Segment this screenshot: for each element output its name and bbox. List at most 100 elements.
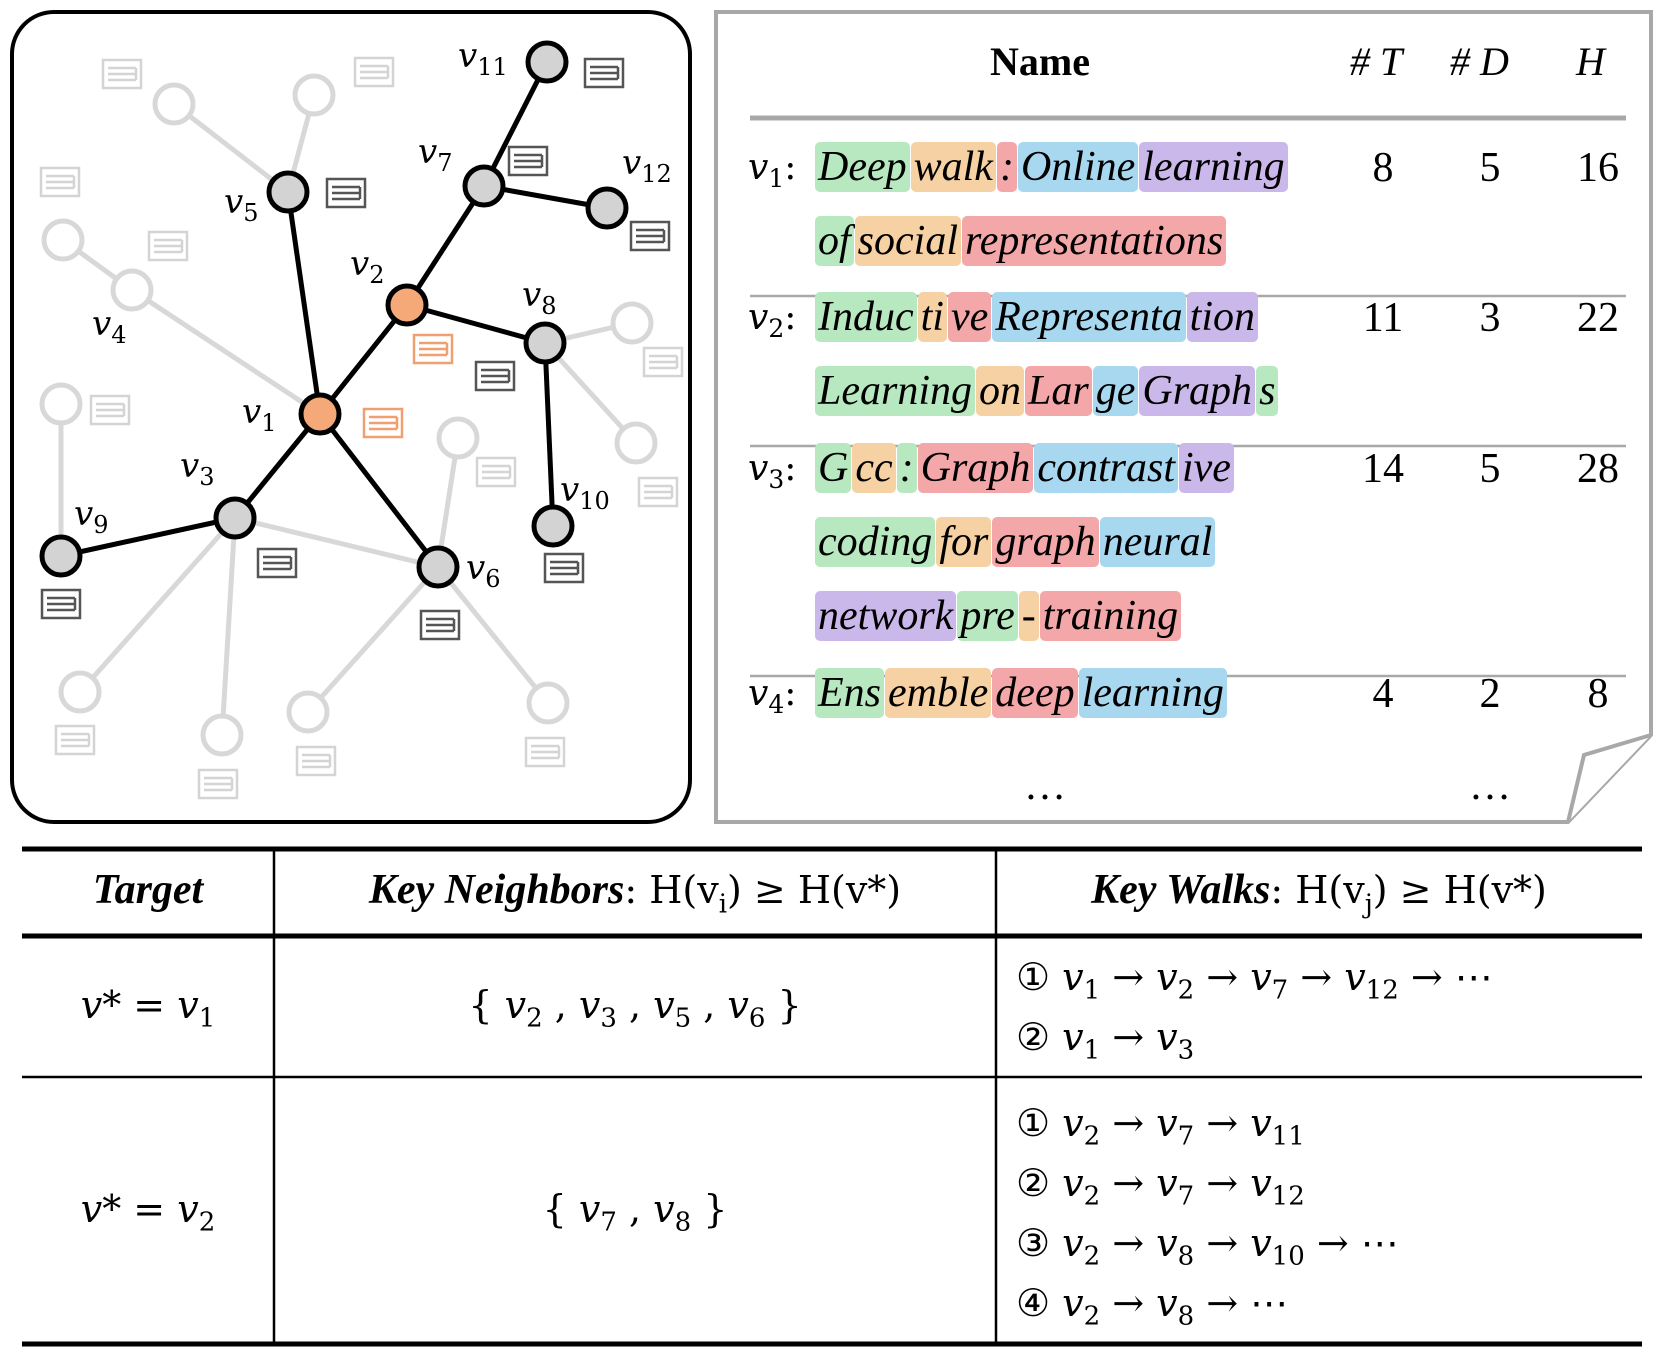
node-v6 <box>416 545 460 589</box>
paper-ellipsis-d: … <box>1469 763 1511 809</box>
title-token: walk <box>910 142 996 192</box>
faded-nodes <box>39 73 658 757</box>
doc-icon <box>295 745 337 777</box>
doc-icon <box>412 333 454 365</box>
title-token: neural <box>1099 517 1216 567</box>
node-v10 <box>531 504 575 548</box>
target-cell: v* = v2 <box>80 1187 216 1238</box>
paper-t-value: 11 <box>1362 295 1404 341</box>
title-token: ge <box>1092 366 1139 416</box>
doc-icon <box>629 220 671 252</box>
paper-col-name: Name <box>990 39 1090 84</box>
node-label-v10: v10 <box>560 470 610 515</box>
paper-h-value: 28 <box>1577 446 1619 492</box>
title-token: for <box>936 517 992 567</box>
title-token: representations <box>962 216 1227 266</box>
title-token: : <box>996 142 1017 192</box>
title-token: G <box>815 443 852 493</box>
walk-line: ④ v2 → v8 → ⋯ <box>1016 1281 1289 1332</box>
paper-ellipsis-name: … <box>1024 763 1066 809</box>
node-v3 <box>213 496 257 540</box>
doc-icon <box>543 552 585 584</box>
paper-h-value: 22 <box>1577 295 1619 341</box>
paper-row-node-label: v1: <box>748 147 797 194</box>
doc-icon <box>147 230 189 262</box>
title-token: network <box>815 591 957 641</box>
doc-icon <box>325 177 367 209</box>
doc-icon <box>524 736 566 768</box>
doc-icon <box>40 588 82 620</box>
doc-icon <box>507 145 549 177</box>
paper-col-d: # D <box>1450 39 1509 84</box>
node-label-v2: v2 <box>350 244 385 289</box>
paper-col-t: # T <box>1350 39 1403 84</box>
paper-d-value: 3 <box>1479 295 1501 341</box>
paper-row-node-label: v4: <box>748 673 797 720</box>
doc-icon <box>362 407 404 439</box>
doc-icon <box>475 456 517 488</box>
walk-line: ① v2 → v7 → v11 <box>1016 1101 1305 1152</box>
title-token: Online <box>1017 142 1139 192</box>
title-token: Lar <box>1025 366 1092 416</box>
doc-icon <box>89 394 131 426</box>
node-label-v4: v4 <box>92 304 127 349</box>
node-v8 <box>523 321 567 365</box>
title-token: Representa <box>992 292 1186 342</box>
node-v5 <box>266 170 310 214</box>
key-nodes <box>39 40 629 589</box>
walk-line: ② v2 → v7 → v12 <box>1016 1161 1305 1212</box>
doc-icon <box>583 57 625 89</box>
title-token: emble <box>885 668 992 718</box>
paper-row-node-label: v2: <box>748 297 797 344</box>
paper-t-value: 4 <box>1372 671 1394 717</box>
bottom-col-neighbors: Key Neighbors: H(vi) ≥ H(v*) <box>368 867 902 920</box>
title-token: on <box>976 366 1025 416</box>
node-label-v8: v8 <box>522 275 557 320</box>
paper-row-node-label: v3: <box>748 448 797 495</box>
doc-icon <box>54 724 96 756</box>
title-token: learning <box>1139 142 1288 192</box>
bottom-col-target: Target <box>92 867 204 913</box>
neighbors-cell: { v7 , v8 } <box>542 1187 728 1238</box>
node-v2 <box>385 283 429 327</box>
title-token: coding <box>815 517 936 567</box>
title-token: Graph <box>917 443 1034 493</box>
title-token: Ens <box>815 668 884 718</box>
neighbors-cell: { v2 , v3 , v5 , v6 } <box>468 983 802 1034</box>
doc-icon <box>642 346 684 378</box>
node-label-v1: v1 <box>242 392 277 437</box>
title-token: Induc <box>815 292 917 342</box>
paper-d-value: 5 <box>1479 145 1501 191</box>
title-token: s <box>1256 366 1279 416</box>
doc-icon <box>256 547 298 579</box>
title-token: : <box>896 443 917 493</box>
node-v12 <box>585 186 629 230</box>
title-token: learning <box>1078 668 1227 718</box>
title-token: social <box>854 216 961 266</box>
graph-panel-frame <box>10 10 692 824</box>
title-token: pre <box>957 591 1018 641</box>
title-token: training <box>1039 591 1182 641</box>
walk-line: ② v1 → v3 <box>1016 1015 1195 1066</box>
title-token: Graph <box>1139 366 1256 416</box>
title-token: ve <box>947 292 992 342</box>
walk-line: ① v1 → v2 → v7 → v12 → ⋯ <box>1016 955 1493 1006</box>
paper-h-value: 16 <box>1577 145 1619 191</box>
doc-icon <box>474 360 516 392</box>
title-token: - <box>1018 591 1039 641</box>
node-v9 <box>39 534 83 578</box>
title-token: cc <box>852 443 896 493</box>
title-token: contrast <box>1034 443 1178 493</box>
title-token: deep <box>992 668 1078 718</box>
node-label-v6: v6 <box>466 548 501 593</box>
node-v7 <box>462 164 506 208</box>
title-token: ive <box>1179 443 1234 493</box>
target-cell: v* = v1 <box>80 983 216 1034</box>
doc-icon <box>419 609 461 641</box>
